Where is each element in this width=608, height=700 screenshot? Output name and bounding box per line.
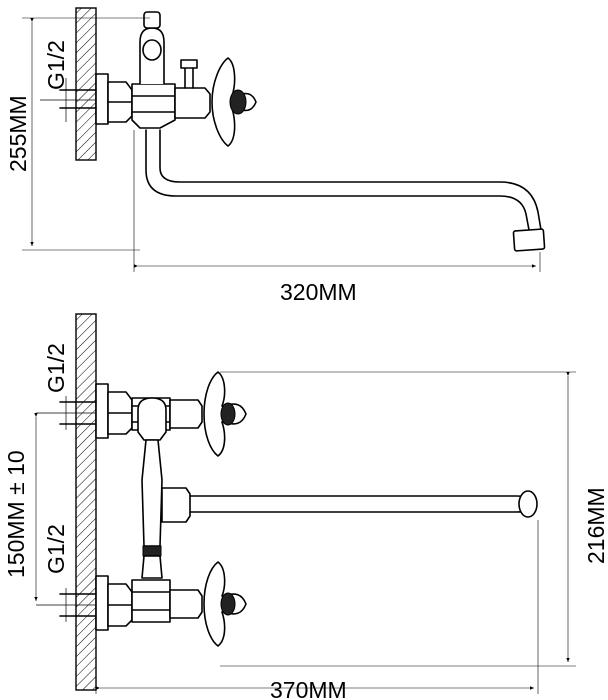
spout-bottom	[189, 490, 538, 518]
bottom-view: G1/2 G1/2 150MM ± 10 216MM 370MM	[3, 313, 608, 700]
spout-mount	[161, 487, 191, 523]
cross-handle-top	[211, 57, 257, 147]
central-column	[141, 439, 163, 547]
spout-top	[145, 129, 546, 252]
spout-length-label-bottom: 370MM	[270, 677, 347, 700]
thread-label-upper: G1/2	[43, 343, 69, 393]
spacing-label: 150MM ± 10	[3, 450, 29, 578]
height-label-bottom: 216MM	[583, 487, 608, 564]
spout-length-label-top: 320MM	[280, 279, 357, 305]
flange-top	[95, 73, 109, 125]
wall-section-bottom	[75, 313, 97, 691]
flange-upper	[95, 383, 109, 439]
shower-holder-bottom	[137, 397, 167, 441]
top-view: G1/2 255MM 320MM	[5, 7, 546, 305]
thread-label-top: G1/2	[43, 40, 69, 90]
wall-section-top	[75, 7, 97, 161]
valve-body-top	[131, 83, 176, 129]
height-label-top: 255MM	[5, 95, 31, 172]
valve-stem-top	[174, 87, 211, 119]
flange-lower	[95, 575, 109, 631]
thread-label-lower: G1/2	[43, 524, 69, 574]
cross-handle-upper	[203, 371, 247, 457]
cross-handle-lower	[203, 561, 247, 647]
